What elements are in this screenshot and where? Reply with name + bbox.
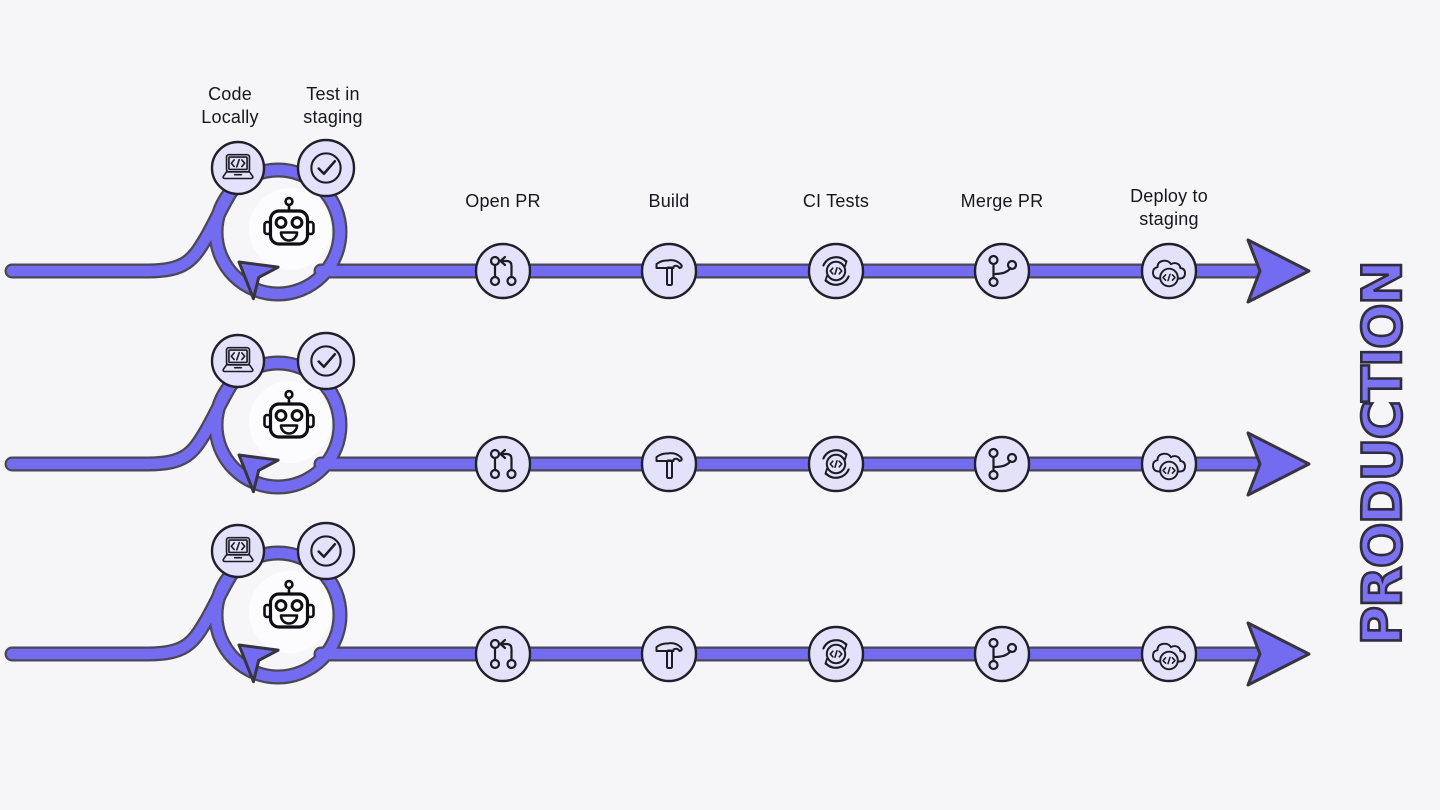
label-deploy-staging: Deploy to staging [1130, 186, 1208, 229]
label-open-pr: Open PR [465, 191, 541, 211]
pipeline-lane [12, 333, 1309, 495]
label-merge-pr: Merge PR [960, 191, 1044, 211]
production-destination: PRODUCTION [1349, 250, 1415, 658]
pipeline-lane [12, 523, 1309, 685]
label-code-locally: Code Locally [201, 84, 259, 127]
label-build: Build [648, 191, 690, 211]
label-ci-tests: CI Tests [802, 191, 870, 211]
production-label: PRODUCTION [1349, 261, 1415, 647]
label-test-staging: Test in staging [303, 84, 363, 127]
